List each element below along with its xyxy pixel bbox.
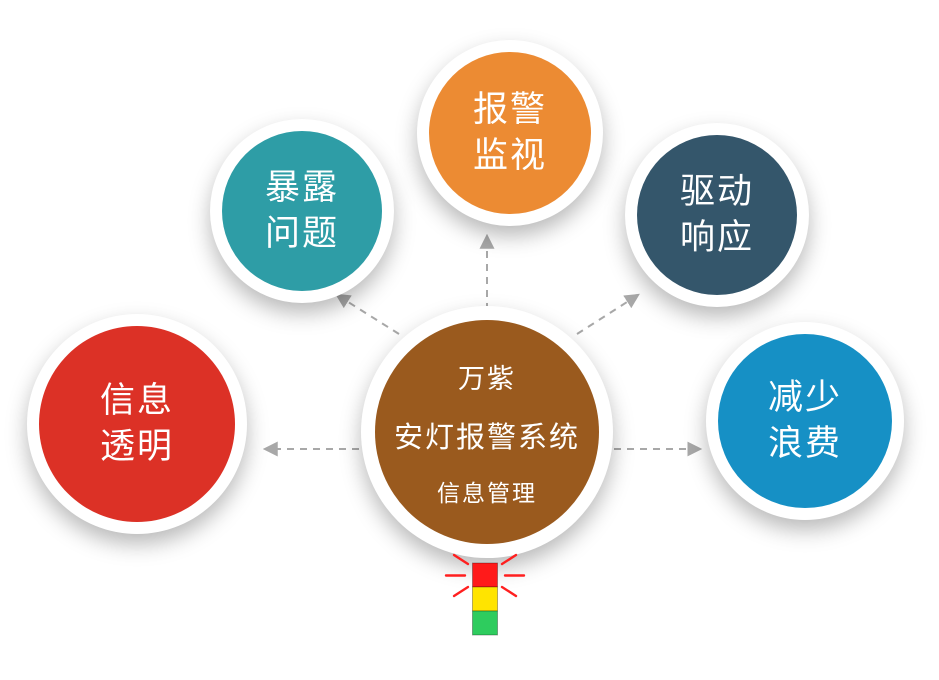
node-label-reduce-waste: 减少 浪费 [767,377,842,464]
andon-green-light [472,610,498,636]
node-information-transparency: 信息 透明 [27,314,247,534]
node-circle-reduce-waste: 减少 浪费 [718,334,892,508]
node-reduce-waste: 减少 浪费 [706,322,904,520]
center-title-top: 万紫 [457,363,516,395]
andon-red-light [472,562,498,588]
arrow-to-expose-problems [335,293,400,335]
node-expose-problems: 暴露 问题 [210,119,394,303]
andon-light-icon [444,553,526,636]
node-circle-alarm-monitoring: 报警 监视 [429,52,591,214]
node-circle-drive-response: 驱动 响应 [637,135,797,295]
node-label-expose-problems: 暴露 问题 [264,167,339,254]
andon-ray-lower-left [452,585,470,598]
node-circle-expose-problems: 暴露 问题 [222,131,382,291]
center-title-main: 安灯报警系统 [393,419,580,454]
node-label-drive-response: 驱动 响应 [679,171,754,258]
center-circle: 万紫 安灯报警系统 信息管理 [375,320,599,544]
node-circle-information-transparency: 信息 透明 [39,326,235,522]
node-label-alarm-monitoring: 报警 监视 [472,89,547,176]
center-title-bottom: 信息管理 [436,480,537,507]
arrow-to-drive-response [576,293,640,335]
node-drive-response: 驱动 响应 [625,123,809,307]
andon-ray-lower-right [500,585,518,598]
center-text: 万紫 安灯报警系统 信息管理 [394,357,580,508]
andon-ray-upper-left [452,553,470,566]
center-node: 万紫 安灯报警系统 信息管理 [361,306,613,558]
andon-rays [444,553,526,598]
node-alarm-monitoring: 报警 监视 [417,40,603,226]
andon-yellow-light [472,586,498,612]
andon-ray-upper-right [500,553,518,566]
node-label-information-transparency: 信息 透明 [99,380,174,467]
